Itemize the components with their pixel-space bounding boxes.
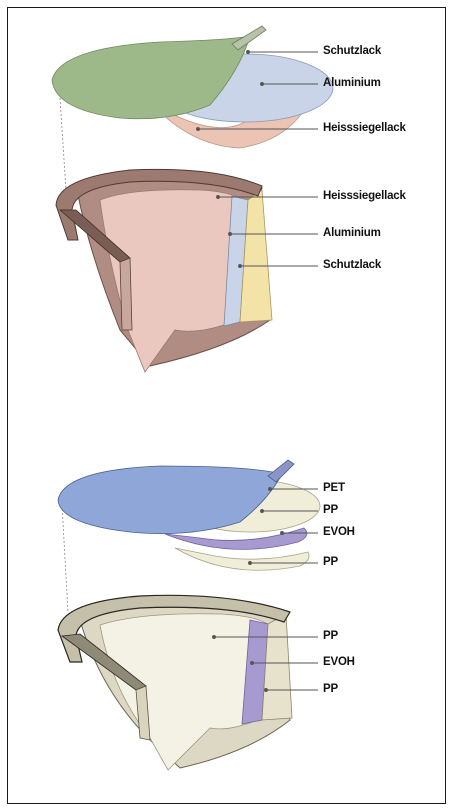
plastic-lid-pp-lower-layer xyxy=(175,548,309,570)
alu-cup-wall-cut xyxy=(120,258,132,330)
label-plastic-lid-evoh: EVOH xyxy=(323,526,355,538)
label-plastic-lid-pet: PET xyxy=(323,482,345,494)
alu-lid xyxy=(52,26,333,148)
leader-lines xyxy=(197,51,319,692)
label-alu-cup-protective: Schutzlack xyxy=(323,259,381,271)
plastic-cup xyxy=(58,595,292,770)
label-alu-lid-aluminium: Aluminium xyxy=(323,77,381,89)
label-plastic-lid-pp-lower: PP xyxy=(323,556,338,568)
guide-line-top xyxy=(60,98,66,190)
label-plastic-lid-pp-upper: PP xyxy=(323,504,338,516)
guide-line-bottom xyxy=(62,505,68,612)
label-plastic-cup-evoh: EVOH xyxy=(323,656,355,668)
alu-cup xyxy=(56,169,272,372)
label-alu-cup-aluminium: Aluminium xyxy=(323,227,381,239)
label-alu-lid-heatseal: Heisssiegellack xyxy=(323,122,406,134)
label-alu-lid-protective: Schutzlack xyxy=(323,45,381,57)
label-plastic-cup-pp-inner: PP xyxy=(323,630,338,642)
plastic-lid xyxy=(58,460,320,570)
label-alu-cup-heatseal: Heisssiegellack xyxy=(323,190,406,202)
plastic-lid-tab xyxy=(268,460,294,482)
label-plastic-cup-pp-outer: PP xyxy=(323,683,338,695)
